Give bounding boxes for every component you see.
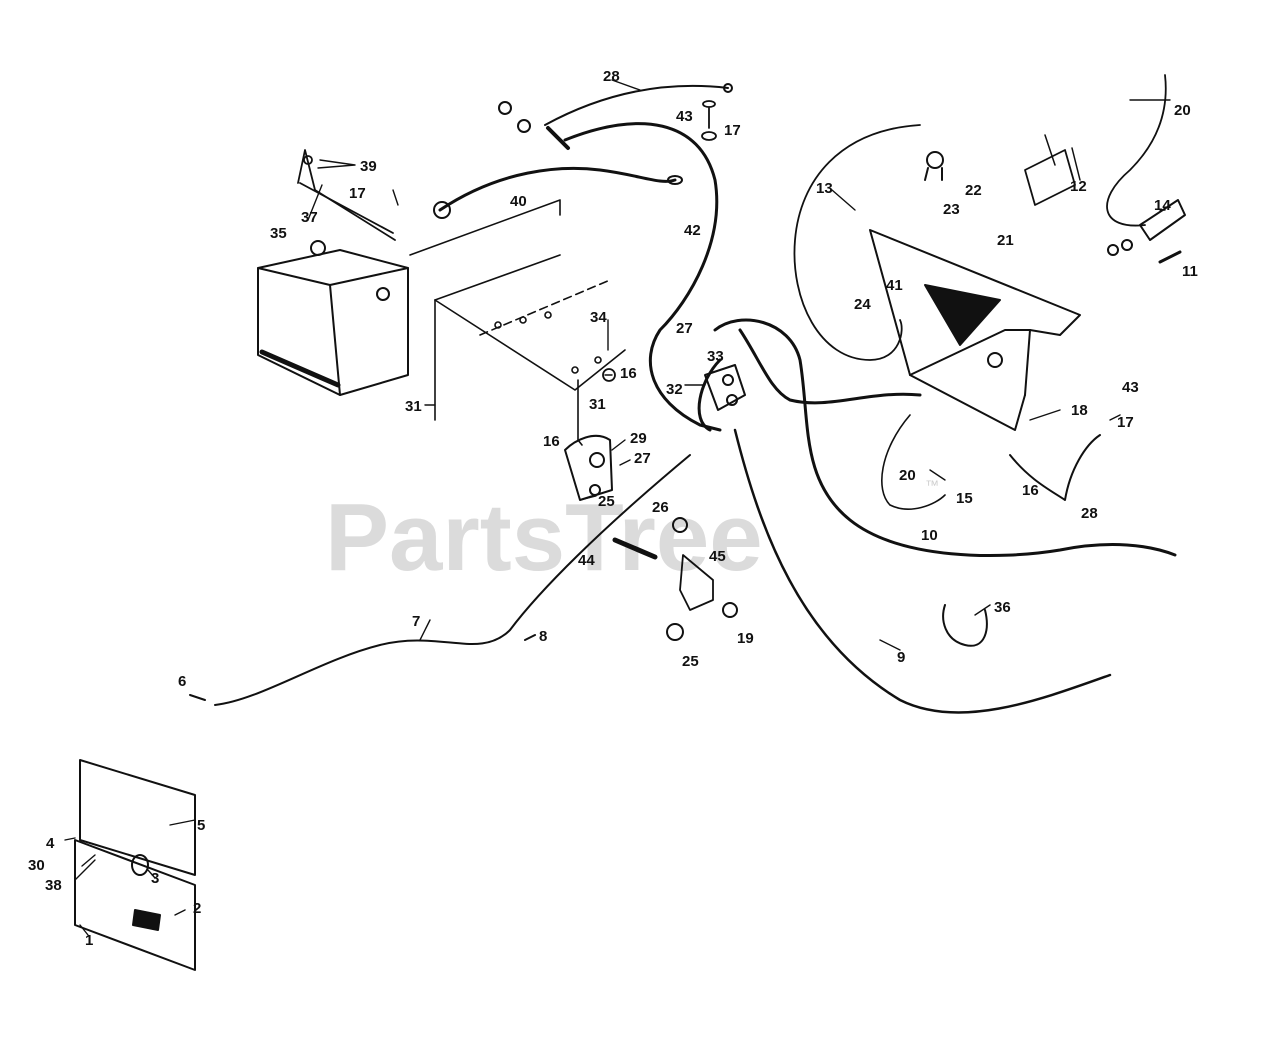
ignition-switch — [1107, 199, 1186, 256]
callout-34: 34 — [590, 309, 607, 326]
callout-1: 1 — [85, 932, 93, 949]
positive-cable — [563, 122, 722, 432]
callout-5: 5 — [197, 817, 205, 834]
partstree-watermark: PartsTree — [325, 484, 763, 591]
callout-27: 27 — [634, 450, 651, 467]
callout-43: 43 — [676, 108, 693, 125]
callout-24: 24 — [854, 296, 871, 313]
callout-20: 20 — [899, 467, 916, 484]
callout-21: 21 — [997, 232, 1014, 249]
callout-4: 4 — [46, 835, 55, 852]
battery-strap — [297, 149, 396, 241]
callout-29: 29 — [630, 430, 647, 447]
ignition-lead — [1106, 74, 1167, 227]
callout-18: 18 — [1071, 402, 1088, 419]
switch-wire — [793, 124, 921, 361]
callout-37: 37 — [301, 209, 318, 226]
bolt-and-washer — [701, 100, 717, 141]
voltage-regulator — [1024, 134, 1081, 206]
callout-25: 25 — [682, 653, 699, 670]
callout-14: 14 — [1154, 197, 1171, 214]
terminal-block — [564, 434, 613, 501]
battery-cable — [433, 166, 683, 219]
callout-41: 41 — [886, 277, 903, 294]
solenoid — [704, 364, 746, 411]
callout-45: 45 — [709, 548, 726, 565]
callout-19: 19 — [737, 630, 754, 647]
callout-33: 33 — [707, 348, 724, 365]
callout-9: 9 — [897, 649, 905, 666]
small-fasteners — [189, 517, 738, 701]
callout-6: 6 — [178, 673, 186, 690]
callout-31: 31 — [405, 398, 422, 415]
callout-7: 7 — [412, 613, 420, 630]
callout-28: 28 — [603, 68, 620, 85]
callout-3: 3 — [151, 870, 159, 887]
light-wire — [214, 454, 691, 706]
callout-17: 17 — [724, 122, 741, 139]
callout-labels: 28 43 17 39 17 37 40 42 35 34 16 31 31 2… — [28, 68, 1198, 949]
callout-20: 20 — [1174, 102, 1191, 119]
callout-27: 27 — [676, 320, 693, 337]
callout-39: 39 — [360, 158, 377, 175]
light-plate-assembly — [74, 759, 196, 971]
nut — [602, 368, 616, 382]
callout-17: 17 — [1117, 414, 1134, 431]
ground-cable-lower — [1009, 434, 1101, 501]
callout-10: 10 — [921, 527, 938, 544]
fuse — [1158, 250, 1182, 264]
callout-13: 13 — [816, 180, 833, 197]
hold-down-rod — [577, 379, 583, 446]
callout-16: 16 — [620, 365, 637, 382]
callout-26: 26 — [652, 499, 669, 516]
callout-11: 11 — [1182, 263, 1198, 280]
callout-36: 36 — [994, 599, 1011, 616]
dash-panel — [869, 229, 1081, 431]
callout-22: 22 — [965, 182, 982, 199]
callout-16: 16 — [1022, 482, 1039, 499]
indicator-lamp — [924, 151, 944, 181]
callout-25: 25 — [598, 493, 615, 510]
callout-40: 40 — [510, 193, 527, 210]
battery-tray — [409, 199, 626, 421]
leader-lines — [64, 79, 1171, 936]
ground-cable — [498, 83, 733, 150]
callout-35: 35 — [270, 225, 287, 242]
callout-15: 15 — [956, 490, 973, 507]
callout-42: 42 — [684, 222, 701, 239]
callout-17: 17 — [349, 185, 366, 202]
callout-28: 28 — [1081, 505, 1098, 522]
callout-23: 23 — [943, 201, 960, 218]
callout-12: 12 — [1070, 178, 1087, 195]
callout-16: 16 — [543, 433, 560, 450]
battery — [257, 240, 409, 396]
callout-31: 31 — [589, 396, 606, 413]
callout-8: 8 — [539, 628, 547, 645]
long-wire — [733, 428, 1112, 714]
main-wiring-harness — [697, 318, 1177, 558]
callout-44: 44 — [578, 552, 595, 569]
watermark-trademark: ™ — [925, 477, 939, 493]
callout-2: 2 — [193, 900, 201, 917]
callout-30: 30 — [28, 857, 45, 874]
callout-38: 38 — [45, 877, 62, 894]
ignition-lead-lower — [881, 414, 946, 510]
callout-32: 32 — [666, 381, 683, 398]
callout-43: 43 — [1122, 379, 1139, 396]
jumper-wire — [942, 604, 988, 647]
